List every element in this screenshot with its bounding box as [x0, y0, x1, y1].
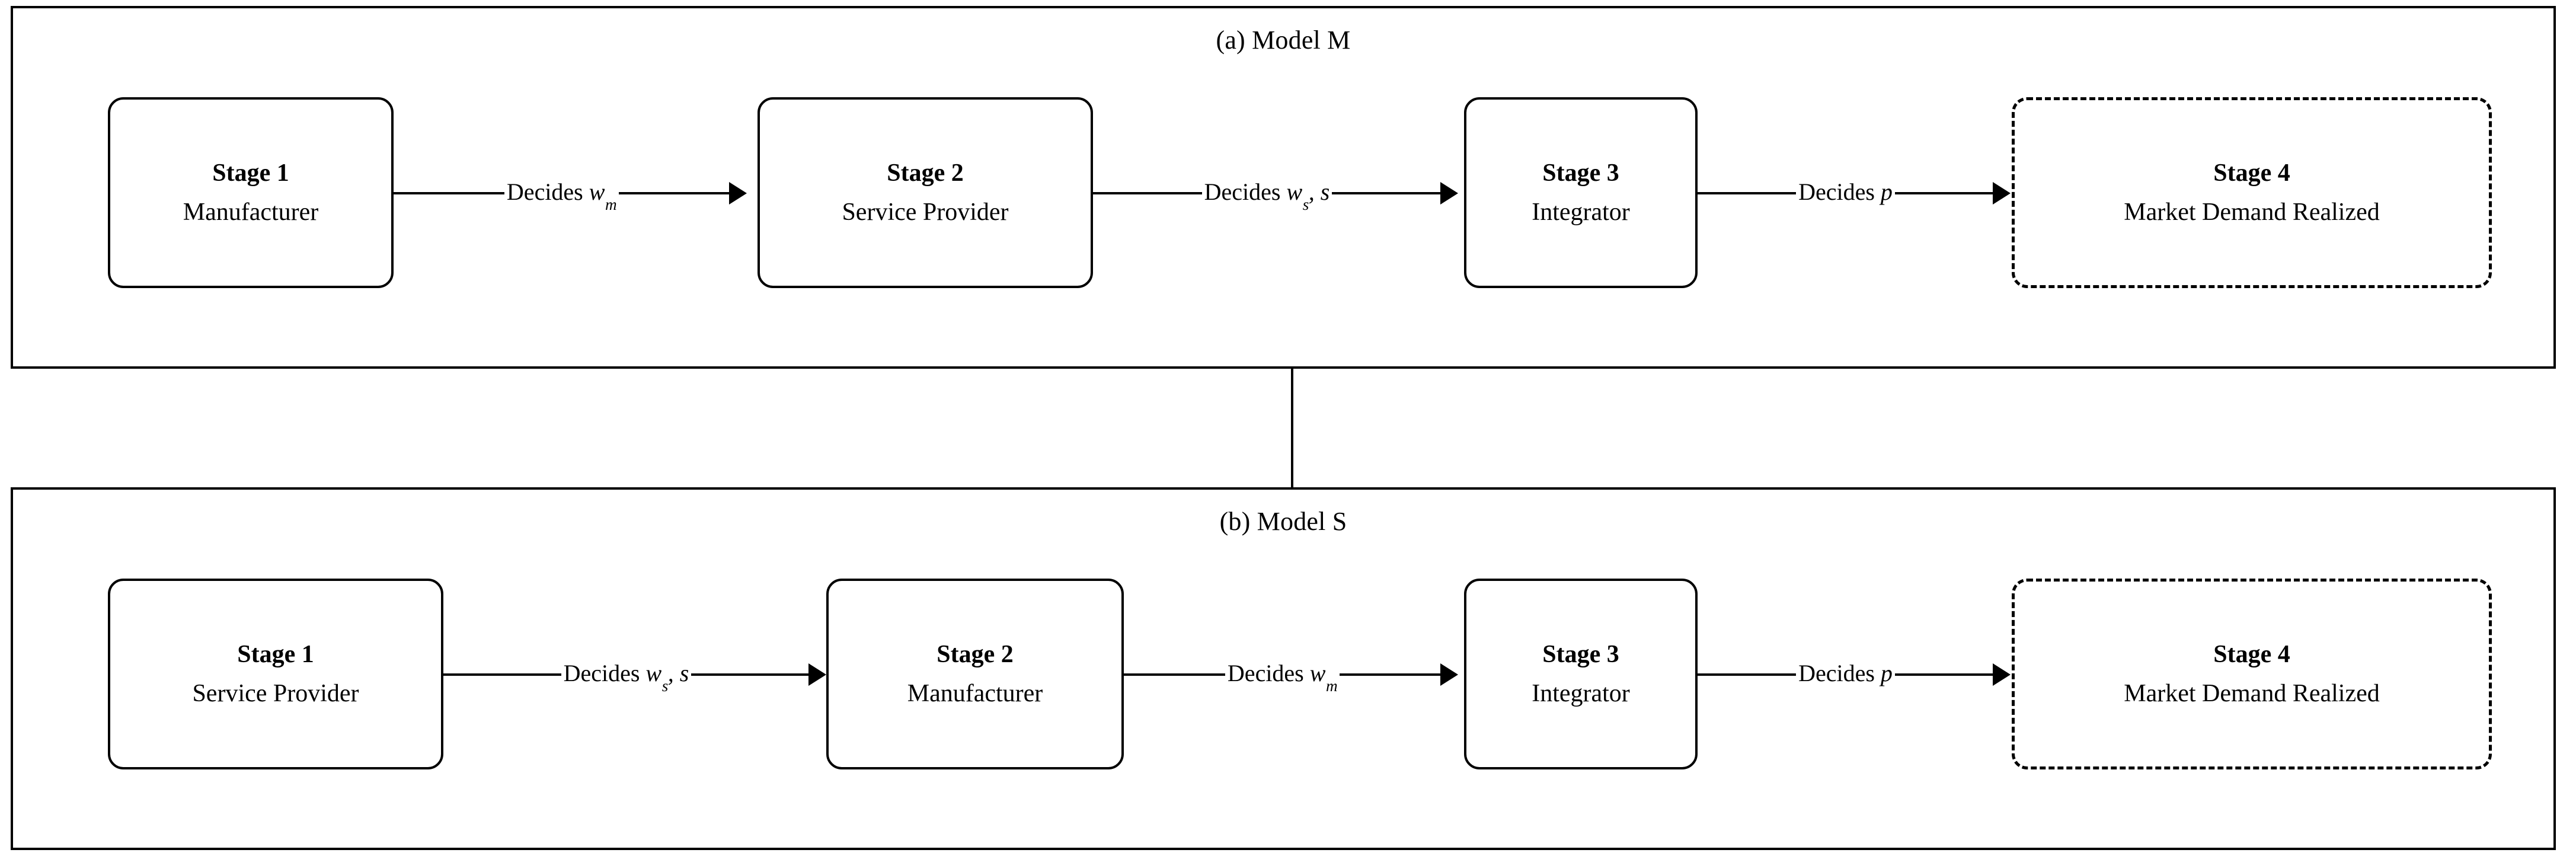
- stage-title-b-4: Stage 4: [2213, 641, 2290, 668]
- arrow-b-2-label: Decides wm: [1225, 660, 1340, 694]
- stage-role-b-4: Market Demand Realized: [2124, 680, 2380, 707]
- stage-role-a-4: Market Demand Realized: [2124, 199, 2380, 226]
- arrow-a-1-label-symbol: w: [589, 178, 605, 205]
- arrow-a-3-line-left: [1698, 192, 1797, 194]
- arrow-a-2-label-symbol: w: [1286, 178, 1303, 205]
- stage-title-b-3: Stage 3: [1542, 641, 1619, 668]
- arrow-b-1: Decides ws, s: [443, 660, 826, 694]
- arrow-b-2-label-subscript: m: [1325, 677, 1338, 695]
- arrow-a-2-line-right: [1332, 192, 1441, 194]
- arrow-b-2-head-icon: [1440, 663, 1458, 686]
- arrow-b-3-label-symbol: p: [1880, 660, 1893, 686]
- arrow-b-3-line-left: [1698, 673, 1797, 676]
- arrow-a-3-line-right: [1894, 192, 1994, 194]
- arrow-b-1-label: Decides ws, s: [561, 660, 692, 694]
- stage-box-b-1[interactable]: Stage 1 Service Provider: [108, 579, 443, 769]
- arrow-a-2-line-left: [1093, 192, 1202, 194]
- panel-model-s: (b) Model S Stage 1 Service Provider Dec…: [11, 487, 2556, 850]
- stage-role-b-2: Manufacturer: [907, 680, 1043, 707]
- arrow-a-3-head-icon: [1993, 182, 2011, 205]
- arrow-a-1-label-prefix: Decides: [506, 178, 589, 205]
- arrow-a-1-line-right: [619, 192, 730, 194]
- arrow-b-1-label-symbol: w: [645, 660, 662, 686]
- arrow-b-1-line-left: [443, 673, 561, 676]
- stage-box-a-2[interactable]: Stage 2 Service Provider: [758, 97, 1093, 288]
- arrow-b-3-label: Decides p: [1796, 662, 1895, 685]
- arrow-b-2-line-right: [1340, 673, 1441, 676]
- arrow-a-3-label-prefix: Decides: [1798, 178, 1881, 205]
- stage-role-a-1: Manufacturer: [183, 199, 319, 226]
- arrow-a-3-label-symbol: p: [1880, 178, 1893, 205]
- arrow-b-3-line-right: [1894, 673, 1994, 676]
- arrow-b-3: Decides p: [1698, 662, 2011, 686]
- stage-role-a-3: Integrator: [1532, 199, 1630, 226]
- stage-title-a-2: Stage 2: [887, 159, 964, 187]
- arrow-a-1-label-subscript: m: [605, 196, 617, 214]
- panel-model-m: (a) Model M Stage 1 Manufacturer Decides…: [11, 6, 2556, 369]
- arrow-a-2-label-prefix: Decides: [1204, 178, 1287, 205]
- stage-box-b-2[interactable]: Stage 2 Manufacturer: [826, 579, 1124, 769]
- stage-role-b-1: Service Provider: [192, 680, 359, 707]
- stage-role-b-3: Integrator: [1532, 680, 1630, 707]
- panel-caption-model-s: (b) Model S: [1219, 507, 1347, 536]
- arrow-a-2: Decides ws, s: [1093, 178, 1458, 213]
- stage-title-a-3: Stage 3: [1542, 159, 1619, 187]
- stage-row-model-s: Stage 1 Service Provider Decides ws, s S…: [13, 579, 2553, 774]
- arrow-a-2-label: Decides ws, s: [1202, 178, 1332, 213]
- stage-box-b-4[interactable]: Stage 4 Market Demand Realized: [2012, 579, 2492, 769]
- stage-title-b-1: Stage 1: [237, 641, 314, 668]
- stage-title-b-2: Stage 2: [937, 641, 1014, 668]
- stage-box-a-1[interactable]: Stage 1 Manufacturer: [108, 97, 394, 288]
- stage-box-a-4[interactable]: Stage 4 Market Demand Realized: [2012, 97, 2492, 288]
- arrow-b-2-label-symbol: w: [1309, 660, 1326, 686]
- arrow-b-1-head-icon: [808, 663, 826, 686]
- arrow-a-1: Decides wm: [394, 178, 747, 213]
- arrow-a-2-head-icon: [1440, 182, 1458, 205]
- panel-connector-line: [1291, 369, 1293, 487]
- panel-caption-model-m: (a) Model M: [1216, 25, 1351, 55]
- arrow-a-2-label-suffix: , s: [1308, 178, 1330, 205]
- stage-box-a-3[interactable]: Stage 3 Integrator: [1464, 97, 1698, 288]
- arrow-a-1-head-icon: [729, 182, 747, 205]
- arrow-b-2-line-left: [1124, 673, 1225, 676]
- arrow-b-3-label-prefix: Decides: [1798, 660, 1881, 686]
- stage-title-a-4: Stage 4: [2213, 159, 2290, 187]
- stage-row-model-m: Stage 1 Manufacturer Decides wm Stage 2 …: [13, 97, 2553, 293]
- stage-title-a-1: Stage 1: [212, 159, 289, 187]
- arrow-a-3: Decides p: [1698, 180, 2011, 205]
- arrow-b-1-label-subscript: s: [661, 677, 669, 695]
- arrow-a-1-line-left: [394, 192, 504, 194]
- arrow-b-3-head-icon: [1993, 663, 2011, 686]
- arrow-b-2: Decides wm: [1124, 660, 1458, 694]
- stage-box-b-3[interactable]: Stage 3 Integrator: [1464, 579, 1698, 769]
- arrow-a-1-label: Decides wm: [504, 178, 619, 213]
- arrow-b-1-label-prefix: Decides: [563, 660, 646, 686]
- arrow-b-2-label-prefix: Decides: [1227, 660, 1310, 686]
- arrow-a-3-label: Decides p: [1796, 180, 1895, 204]
- arrow-b-1-label-suffix: , s: [667, 660, 689, 686]
- arrow-b-1-line-right: [691, 673, 809, 676]
- arrow-a-2-label-subscript: s: [1302, 196, 1309, 214]
- stage-role-a-2: Service Provider: [842, 199, 1009, 226]
